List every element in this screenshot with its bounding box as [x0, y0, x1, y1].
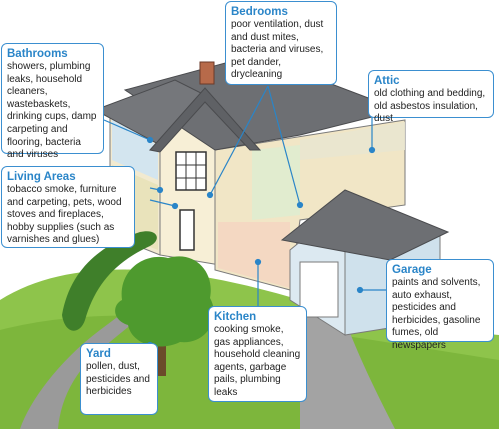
chimney	[199, 61, 215, 85]
kitchen-tint	[218, 222, 290, 288]
callout-garage-title: Garage	[392, 264, 432, 276]
driveway	[300, 310, 395, 429]
callout-yard-text: pollen, dust, pesticides and herbicides	[86, 361, 150, 398]
hedge	[62, 231, 157, 331]
callout-bathrooms-text: showers, plumbing leaks, household clean…	[7, 61, 97, 161]
bedroom-tint	[252, 145, 300, 220]
upper-window	[175, 151, 207, 191]
garage-door	[299, 261, 339, 318]
callout-bathrooms-title: Bathrooms	[7, 48, 68, 60]
callout-living-areas-text: tobacco smoke, furniture and carpeting, …	[7, 184, 122, 246]
callout-bedrooms-title: Bedrooms	[231, 6, 288, 18]
callout-bedrooms-text: poor ventilation, dust and dust mites, b…	[231, 19, 324, 81]
callout-living-areas-title: Living Areas	[7, 171, 76, 183]
callout-garage: Garage paints and solvents, auto exhaust…	[386, 259, 494, 351]
callout-attic: Attic old clothing and bedding, old asbe…	[368, 70, 494, 124]
bedroom-leader-2	[267, 85, 301, 206]
front-door	[179, 209, 195, 251]
front-gable-roof	[149, 87, 262, 153]
callout-attic-text: old clothing and bedding, old asbestos i…	[374, 88, 486, 125]
tree-trunk	[158, 318, 166, 376]
bathroom-leader	[103, 119, 151, 141]
callout-yard: Yard pollen, dust, pesticides and herbic…	[80, 343, 158, 415]
callout-yard-title: Yard	[86, 348, 111, 360]
garage-roof	[280, 189, 450, 261]
tree-canopy	[115, 256, 214, 347]
callout-living-areas: Living Areas tobacco smoke, furniture an…	[1, 166, 135, 248]
living-leader-2	[149, 199, 176, 207]
callout-kitchen: Kitchen cooking smoke, gas appliances, h…	[208, 306, 307, 402]
callout-kitchen-title: Kitchen	[214, 311, 257, 323]
attic-tint	[300, 122, 405, 160]
bedroom-leader-1	[209, 85, 269, 196]
callout-attic-title: Attic	[374, 75, 400, 87]
callout-garage-text: paints and solvents, auto exhaust, pesti…	[392, 277, 481, 351]
callout-kitchen-text: cooking smoke, gas appliances, household…	[214, 324, 301, 398]
callout-bedrooms: Bedrooms poor ventilation, dust and dust…	[225, 1, 337, 85]
callout-bathrooms: Bathrooms showers, plumbing leaks, house…	[1, 43, 104, 160]
